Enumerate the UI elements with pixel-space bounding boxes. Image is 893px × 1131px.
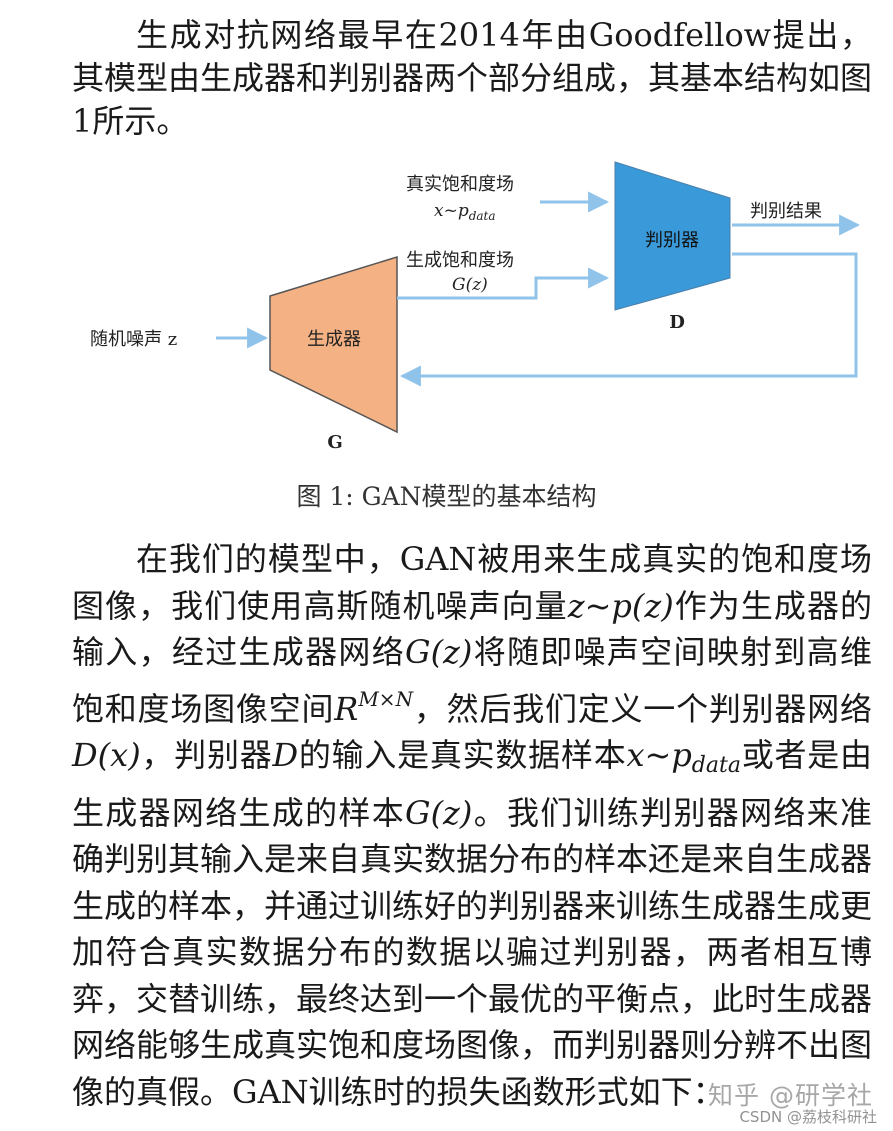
csdn-watermark: CSDN @荔枝科研社 bbox=[739, 1108, 877, 1126]
generator-block bbox=[269, 255, 398, 434]
real-data-label: 真实饱和度场 bbox=[406, 174, 514, 195]
discriminator-block bbox=[614, 161, 731, 311]
text-run: 。我们训练判别器网络来准确判别其输入是来自真实数据分布的样本还是来自生成器生成的… bbox=[72, 793, 873, 1111]
generator-label: 生成器 bbox=[307, 329, 361, 350]
gan-architecture-diagram: 随机噪声 z 生成器 G 真实饱和度场 x~pdata 生成饱和度场 G(z) … bbox=[90, 161, 861, 453]
discriminator-label: 判别器 bbox=[645, 230, 699, 251]
math-d: D bbox=[272, 736, 299, 774]
text-run: 在我们的模型中，GAN被用来生成真实的饱和度场图像，我们使用高斯随机噪声向量 bbox=[72, 540, 872, 625]
text-run: 或者是由生成器网络生成的样本 bbox=[72, 736, 872, 832]
math-generator: G(z) bbox=[405, 633, 473, 671]
noise-input-label: 随机噪声 z bbox=[90, 329, 177, 350]
result-label: 判别结果 bbox=[750, 201, 822, 222]
generated-data-label: 生成饱和度场 bbox=[406, 250, 514, 271]
real-data-math: x~pdata bbox=[434, 201, 496, 223]
discriminator-letter: D bbox=[669, 312, 685, 333]
zhihu-watermark: 知乎 @研学社 bbox=[708, 1081, 873, 1110]
math-discriminator: D(x) bbox=[72, 736, 141, 774]
generated-data-arrow bbox=[397, 267, 610, 300]
math-noise-dist: z~p(z) bbox=[567, 586, 674, 625]
text-run: ，判别器 bbox=[140, 736, 273, 774]
body-paragraph: 在我们的模型中，GAN被用来生成真实的饱和度场图像，我们使用高斯随机噪声向量z~… bbox=[72, 536, 872, 1115]
text-run: 将随即噪声空间映射到高维饱和度场图像空间 bbox=[72, 633, 872, 728]
text-run: 作为生成器的输入，经过生成器网络 bbox=[72, 586, 872, 672]
intro-paragraph: 生成对抗网络最早在2014年由Goodfellow提出，其模型由生成器和判别器两… bbox=[72, 16, 873, 140]
feedback-arrow bbox=[399, 252, 858, 387]
generator-letter: G bbox=[327, 432, 342, 453]
math-space: RM×N bbox=[334, 686, 414, 728]
text-run: 的输入是真实数据样本 bbox=[298, 736, 627, 774]
text-run: ，然后我们定义一个判别器网络 bbox=[413, 689, 872, 728]
math-real-dist: x~pdata bbox=[626, 736, 741, 778]
math-generated: G(z) bbox=[405, 793, 473, 832]
generated-data-math: G(z) bbox=[452, 275, 488, 295]
figure-caption: 图 1: GAN模型的基本结构 bbox=[296, 482, 597, 511]
